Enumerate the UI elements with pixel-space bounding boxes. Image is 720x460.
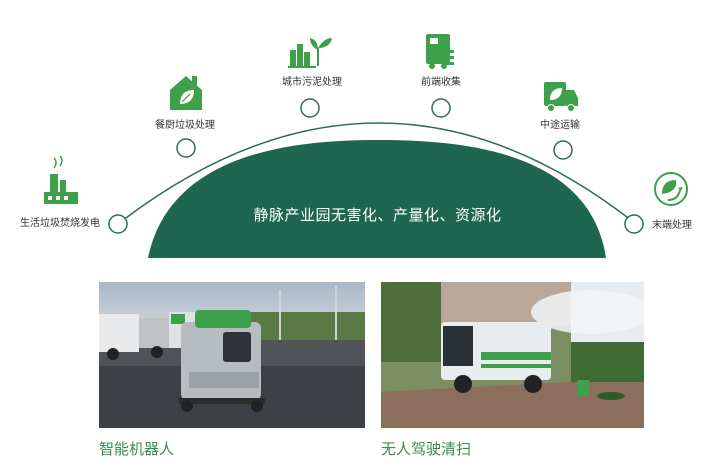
stage-label-collect: 前端收集 xyxy=(421,77,461,88)
stage-dot-kitchen xyxy=(176,138,196,158)
stage-dot-final xyxy=(624,214,644,234)
stage-dot-sludge xyxy=(300,98,320,118)
city-plant-icon xyxy=(288,38,332,68)
stage-label-sludge: 城市污泥处理 xyxy=(282,77,342,88)
banner-dome xyxy=(148,140,606,258)
stage-label-kitchen: 餐厨垃圾处理 xyxy=(155,120,215,131)
stage-dot-transport xyxy=(553,140,573,160)
process-arc xyxy=(117,122,637,225)
stage-label-transport: 中途运输 xyxy=(540,120,580,131)
bin-truck-icon xyxy=(426,34,454,69)
truck-leaf-icon xyxy=(544,82,578,112)
robot-sweeper-scene xyxy=(99,282,365,428)
stage-label-final: 末端处理 xyxy=(652,220,692,231)
robot-sweeper-caption: 智能机器人 xyxy=(99,440,175,458)
stage-dot-collect xyxy=(431,98,451,118)
banner-title: 静脉产业园无害化、产量化、资源化 xyxy=(253,206,502,224)
autonomous-sweeper-scene xyxy=(381,282,644,428)
autonomous-sweeper-photo xyxy=(381,282,644,428)
house-leaf-icon xyxy=(170,76,202,110)
recycle-globe-icon xyxy=(654,172,688,206)
robot-sweeper-photo xyxy=(99,282,365,428)
factory-icon xyxy=(44,155,78,204)
stage-label-incineration: 生活垃圾焚烧发电 xyxy=(20,218,100,229)
stage-dot-incineration xyxy=(108,214,128,234)
autonomous-sweeper-caption: 无人驾驶清扫 xyxy=(381,440,472,458)
